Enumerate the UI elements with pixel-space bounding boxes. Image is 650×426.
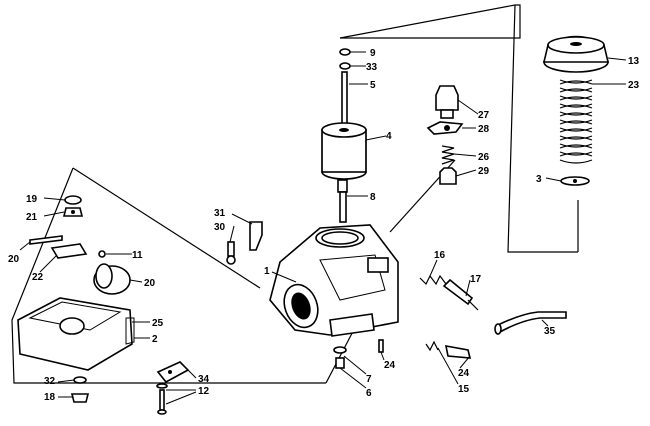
callout-22: 22 bbox=[32, 272, 44, 283]
float-clip-part bbox=[64, 195, 82, 205]
callout-25: 25 bbox=[152, 318, 164, 329]
callout-3: 3 bbox=[536, 174, 542, 185]
washer-part bbox=[339, 62, 351, 70]
float-bowl-part bbox=[17, 297, 133, 371]
needle-jet-part bbox=[337, 179, 348, 223]
small-pin-part bbox=[378, 339, 384, 353]
callout-18: 18 bbox=[44, 392, 56, 403]
callout-labels: 9 33 5 4 8 27 28 26 29 13 23 3 31 30 1 1… bbox=[8, 48, 640, 403]
callout-20-right: 20 bbox=[144, 278, 156, 289]
callout-1: 1 bbox=[264, 266, 270, 277]
return-spring-part bbox=[559, 79, 593, 164]
float-lever-part bbox=[50, 243, 88, 259]
callout-7: 7 bbox=[366, 374, 372, 385]
float-part bbox=[93, 263, 131, 295]
bracket-screw-part bbox=[156, 383, 168, 415]
callout-11: 11 bbox=[132, 250, 143, 261]
callout-29: 29 bbox=[478, 166, 490, 177]
bracket-part bbox=[156, 361, 190, 384]
callout-13: 13 bbox=[628, 56, 640, 67]
callout-27: 27 bbox=[478, 110, 490, 121]
drain-washer-part bbox=[73, 376, 87, 384]
callout-24-left: 24 bbox=[384, 360, 396, 371]
spring-part bbox=[441, 145, 455, 165]
float-pin-part bbox=[98, 250, 106, 258]
callout-23: 23 bbox=[628, 80, 640, 91]
plug-part bbox=[335, 357, 345, 369]
callout-16: 16 bbox=[434, 250, 446, 261]
clip-part bbox=[339, 48, 351, 56]
callout-6: 6 bbox=[366, 388, 372, 399]
callout-19: 19 bbox=[26, 194, 38, 205]
callout-34: 34 bbox=[198, 374, 210, 385]
callout-15: 15 bbox=[458, 384, 470, 395]
drain-bolt-part bbox=[70, 393, 90, 403]
air-screw-part bbox=[444, 345, 472, 359]
lever-screw-part bbox=[226, 241, 236, 265]
callout-28: 28 bbox=[478, 124, 490, 135]
callout-31: 31 bbox=[214, 208, 226, 219]
plunger-part bbox=[439, 167, 457, 185]
callout-30: 30 bbox=[214, 222, 226, 233]
bowl-gasket-part bbox=[125, 317, 135, 345]
callout-32: 32 bbox=[44, 376, 56, 387]
callout-5: 5 bbox=[370, 80, 376, 91]
carburetor-body-part bbox=[269, 224, 399, 337]
exploded-boundary-lines bbox=[11, 4, 579, 384]
adjust-screw-part bbox=[435, 85, 459, 119]
callout-17: 17 bbox=[470, 274, 482, 285]
idle-screw-part bbox=[442, 278, 479, 311]
hose-part bbox=[494, 311, 567, 335]
callout-9: 9 bbox=[370, 48, 376, 59]
callout-35: 35 bbox=[544, 326, 556, 337]
callout-4: 4 bbox=[386, 131, 392, 142]
leader-lines bbox=[19, 51, 627, 405]
callout-24-right: 24 bbox=[458, 368, 470, 379]
callout-8: 8 bbox=[370, 192, 376, 203]
callout-20-left: 20 bbox=[8, 254, 20, 265]
callout-26: 26 bbox=[478, 152, 490, 163]
needle-valve-part bbox=[62, 207, 84, 217]
throttle-lever-part bbox=[249, 221, 263, 251]
callout-2: 2 bbox=[152, 334, 158, 345]
cap-part bbox=[542, 35, 610, 73]
o-ring-part bbox=[333, 346, 347, 354]
air-screw-spring-part bbox=[425, 340, 439, 352]
throttle-valve-part bbox=[321, 122, 367, 180]
float-arm-part bbox=[29, 235, 63, 245]
callout-21: 21 bbox=[26, 212, 38, 223]
callout-12: 12 bbox=[198, 386, 210, 397]
lock-washer-part bbox=[426, 121, 464, 135]
spring-seat-part bbox=[560, 176, 590, 186]
idle-spring-part bbox=[419, 274, 447, 286]
callout-33: 33 bbox=[366, 62, 378, 73]
